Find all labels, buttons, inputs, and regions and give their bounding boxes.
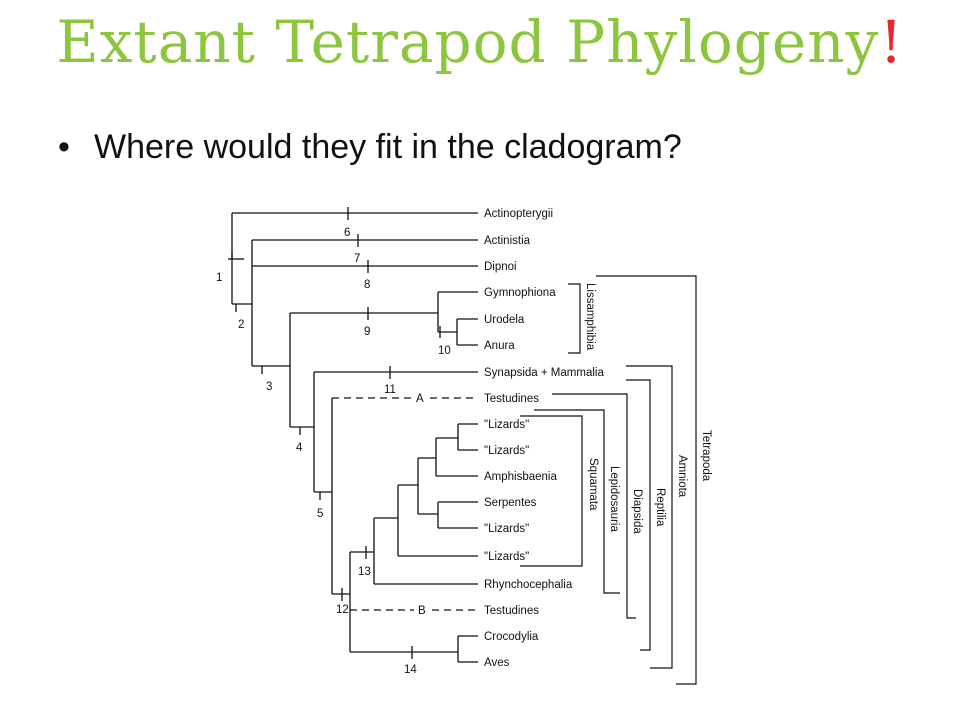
node-number: 6 xyxy=(344,227,350,239)
bullet-item: • Where would they fit in the cladogram? xyxy=(58,128,682,167)
taxon-label: Anura xyxy=(484,340,515,352)
bracket-lissamphibia xyxy=(568,283,581,354)
group-label-reptilia: Reptilia xyxy=(654,488,666,527)
taxa-labels: Actinopterygii Actinistia Dipnoi Gymnoph… xyxy=(484,208,604,669)
node-number: 9 xyxy=(364,326,370,338)
group-label-amniota: Amniota xyxy=(676,455,688,498)
slide-title-text: Extant Tetrapod Phylogeny xyxy=(56,8,880,76)
taxon-label: "Lizards" xyxy=(484,419,529,431)
bracket-tetrapoda xyxy=(596,275,697,685)
node-number: 8 xyxy=(364,279,370,291)
taxon-label: Actinopterygii xyxy=(484,208,553,220)
cladogram-branches xyxy=(231,212,478,663)
taxon-label: "Lizards" xyxy=(484,445,529,457)
taxon-label: Crocodylia xyxy=(484,631,539,643)
taxon-label: Gymnophiona xyxy=(484,287,556,299)
bracket-squamata xyxy=(520,415,583,567)
group-brackets xyxy=(520,275,697,685)
taxon-label: Amphisbaenia xyxy=(484,471,557,483)
group-label-lepidosauria: Lepidosauria xyxy=(608,466,620,532)
node-number: 4 xyxy=(296,442,303,454)
group-label-lissamphibia: Lissamphibia xyxy=(584,283,596,351)
taxon-label: Testudines xyxy=(484,393,539,405)
node-number: 7 xyxy=(354,253,360,265)
group-label-squamata: Squamata xyxy=(587,458,599,511)
node-number: 13 xyxy=(358,566,371,578)
bullet-dot-icon: • xyxy=(58,128,70,166)
taxon-label: Urodela xyxy=(484,314,525,326)
taxon-label: Aves xyxy=(484,657,510,669)
group-label-diapsida: Diapsida xyxy=(631,489,643,534)
node-number: 2 xyxy=(238,319,244,331)
bracket-reptilia xyxy=(626,379,651,651)
node-number: 3 xyxy=(266,381,272,393)
taxon-label: Dipnoi xyxy=(484,261,517,273)
taxon-label: Rhynchocephalia xyxy=(484,579,573,591)
node-number: 11 xyxy=(384,384,396,396)
node-number: 10 xyxy=(438,345,451,357)
taxon-label: Synapsida + Mammalia xyxy=(484,367,604,379)
node-number: 14 xyxy=(404,664,417,676)
alt-label-a: A xyxy=(416,393,424,405)
group-label-tetrapoda: Tetrapoda xyxy=(700,430,712,482)
alt-label-b: B xyxy=(418,605,426,617)
node-number: 5 xyxy=(317,508,323,520)
taxon-label: Actinistia xyxy=(484,235,531,247)
taxon-label: "Lizards" xyxy=(484,523,529,535)
bracket-diapsida xyxy=(552,393,636,619)
taxon-label: Serpentes xyxy=(484,497,537,509)
alt-branches xyxy=(332,397,478,611)
taxon-label: "Lizards" xyxy=(484,551,529,563)
bracket-amniota xyxy=(626,365,673,669)
node-ticks xyxy=(228,207,441,659)
node-labels: 1 2 3 4 5 6 7 8 9 10 11 12 13 14 A B xyxy=(216,227,451,676)
slide-title: Extant Tetrapod Phylogeny! xyxy=(0,8,960,76)
slide-title-exclaim: ! xyxy=(879,8,904,76)
node-number: 12 xyxy=(336,604,349,616)
bullet-text: Where would they fit in the cladogram? xyxy=(94,128,682,166)
group-labels: Lissamphibia Squamata Lepidosauria Diaps… xyxy=(584,283,712,534)
taxon-label: Testudines xyxy=(484,605,539,617)
node-number: 1 xyxy=(216,272,222,284)
bracket-lepidosauria xyxy=(534,409,620,594)
